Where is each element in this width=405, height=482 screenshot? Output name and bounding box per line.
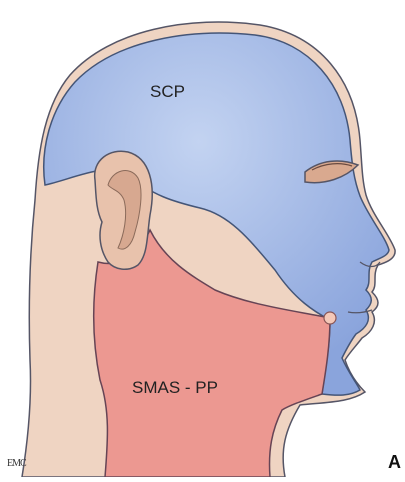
panel-letter: A (388, 452, 401, 473)
publisher-logo: EMC (7, 458, 26, 469)
smas-pp-label: SMAS - PP (132, 378, 218, 398)
ear-shape (95, 151, 153, 269)
junction-dot (324, 312, 336, 324)
scp-label: SCP (150, 82, 185, 102)
